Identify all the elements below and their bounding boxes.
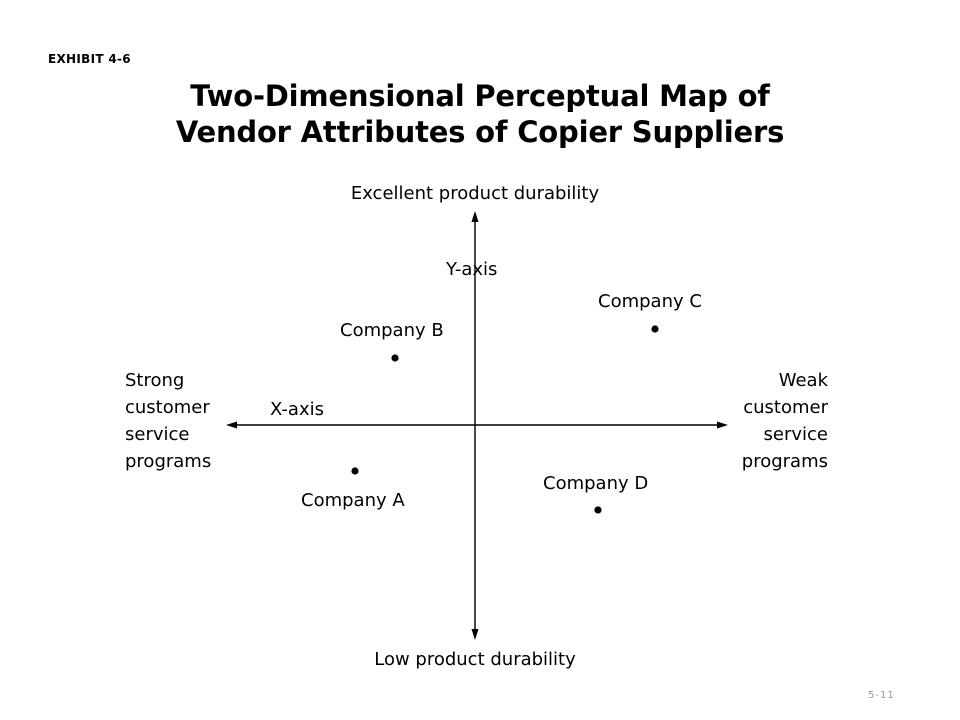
page-number: 5-11 [868, 690, 895, 701]
company-c-dot [651, 325, 659, 333]
company-a-label: Company A [301, 490, 405, 511]
company-d-label: Company D [543, 473, 649, 494]
company-c-label: Company C [598, 291, 702, 312]
company-d-dot [594, 506, 602, 514]
exhibit-label: EXHIBIT 4-6 [48, 52, 131, 66]
company-b-dot [391, 354, 399, 362]
left-pole-line: Strong [125, 370, 185, 391]
x-axis-arrow-left [226, 421, 237, 429]
right-pole-line: customer [743, 397, 828, 418]
right-pole-line: Weak [778, 370, 828, 391]
right-pole-line: programs [741, 451, 828, 472]
title-line-2: Vendor Attributes of Copier Suppliers [175, 115, 785, 149]
x-axis-arrow-right [717, 421, 728, 429]
right-pole-line: service [763, 424, 828, 445]
right-pole-label: Weak customer service programs [718, 367, 828, 475]
y-axis-arrow-down [471, 629, 479, 640]
title-line-1: Two-Dimensional Perceptual Map of [190, 79, 770, 113]
left-pole-line: service [125, 424, 190, 445]
x-axis-label: X-axis [270, 399, 324, 420]
bottom-pole-label: Low product durability [374, 649, 576, 670]
y-axis-arrow-up [471, 211, 479, 222]
left-pole-line: programs [125, 451, 212, 472]
y-axis-label: Y-axis [446, 259, 498, 280]
page-title: Two-Dimensional Perceptual Map of Vendor… [150, 78, 810, 150]
company-b-label: Company B [340, 320, 444, 341]
top-pole-label: Excellent product durability [350, 183, 600, 204]
company-a-dot [351, 467, 359, 475]
left-pole-line: customer [125, 397, 210, 418]
left-pole-label: Strong customer service programs [125, 367, 235, 475]
